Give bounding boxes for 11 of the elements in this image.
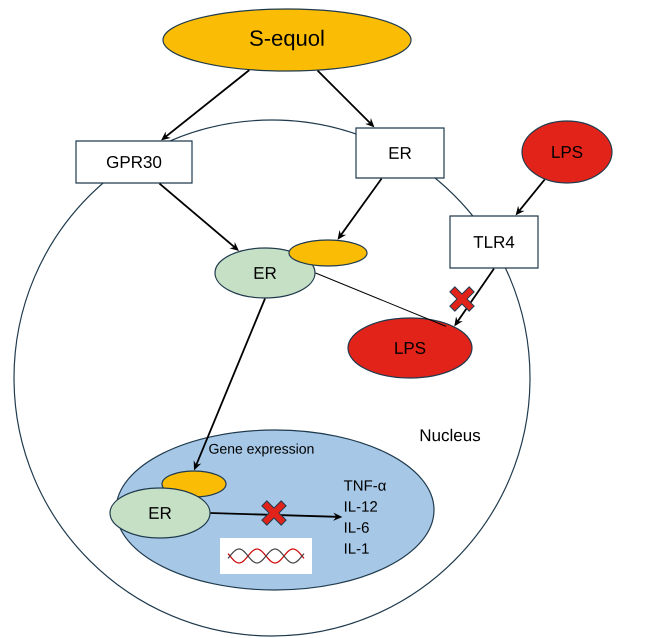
oval: LPS <box>347 317 473 379</box>
dna-drawing <box>220 538 312 574</box>
oval: LPS <box>521 120 613 184</box>
cytokine-list: TNF-α IL-12 IL-6 IL-1 <box>344 480 386 554</box>
receptor-box: GPR30 <box>75 140 193 184</box>
oval: ER <box>214 247 316 299</box>
oval <box>288 239 368 267</box>
receptor-box: TLR4 <box>449 215 539 269</box>
oval: ER <box>109 487 211 539</box>
receptor-box: ER <box>355 127 445 179</box>
oval: S-equol <box>162 8 412 72</box>
